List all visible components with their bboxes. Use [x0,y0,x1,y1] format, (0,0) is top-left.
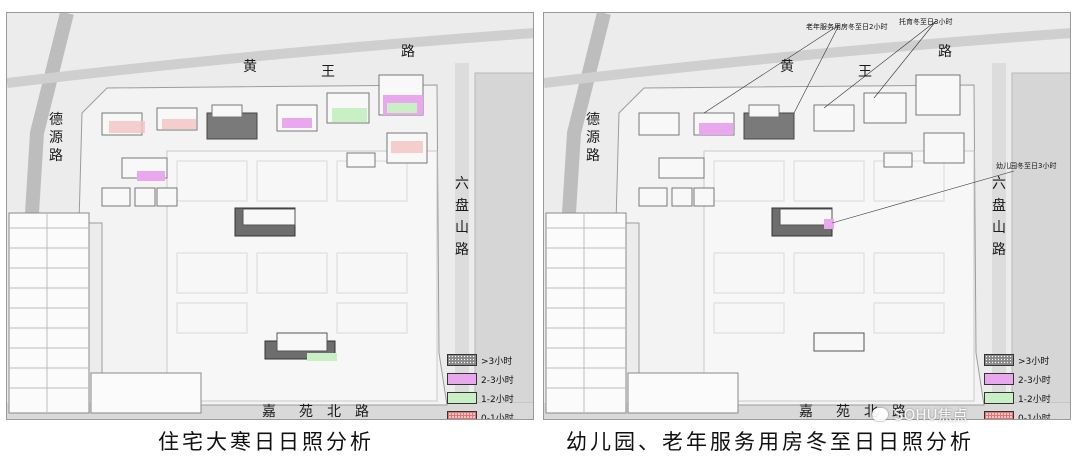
south-road-char-1: 嘉 [799,404,813,420]
legend-item: 1-2小时 [984,389,1060,407]
south-road-char-4: 路 [892,404,906,420]
east-road-char-4: 路 [455,242,469,258]
legend-swatch-over-3h [984,354,1014,366]
legend-item: 2-3小时 [447,370,523,388]
legend-label: 0-1小时 [481,413,514,420]
south-road-char-1: 嘉 [262,404,276,420]
right-sunlight-analysis-map: 老年服务用房冬至日2小时 托育冬至日3小时 幼儿园冬至日3小时 黄 王 路 德 … [543,12,1071,420]
left-sunlight-analysis-map: 黄 王 路 德 源 路 六 盘 山 路 嘉 苑 北 路 >3小时 2-3小时 1… [6,12,534,420]
right-legend: >3小时 2-3小时 1-2小时 0-1小时 [984,351,1060,420]
west-road-char-1: 德 [49,112,63,128]
legend-label: 1-2小时 [481,394,514,405]
legend-swatch-0-1h [447,411,477,419]
legend-swatch-1-2h [984,392,1014,404]
east-road-label: 六 盘 山 路 [455,173,469,261]
west-road-label: 德 源 路 [49,111,63,165]
legend-label: 0-1小时 [1018,413,1051,420]
north-road-char-3: 路 [938,44,952,60]
east-road-label: 六 盘 山 路 [992,173,1006,261]
west-road-char-2: 源 [49,130,63,146]
right-site-plan-drawing [544,13,1070,419]
north-road-char-1: 黄 [243,59,257,75]
legend-swatch-1-2h [447,392,477,404]
nursery-annotation: 托育冬至日3小时 [899,18,953,26]
south-road-char-2: 苑 [299,404,313,420]
west-road-char-3: 路 [49,148,63,164]
legend-item: 1-2小时 [447,389,523,407]
legend-swatch-0-1h [984,411,1014,419]
legend-label: 1-2小时 [1018,394,1051,405]
legend-label: 2-3小时 [1018,375,1051,386]
north-road-char-2: 王 [858,64,872,80]
north-road-char-3: 路 [401,44,415,60]
north-road-char-2: 王 [321,64,335,80]
east-road-char-2: 盘 [992,198,1006,214]
east-road-char-4: 路 [992,242,1006,258]
legend-swatch-over-3h [447,354,477,366]
elder-service-annotation: 老年服务用房冬至日2小时 [806,23,888,31]
legend-label: >3小时 [1018,356,1050,367]
left-caption: 住宅大寒日日照分析 [158,430,374,454]
north-road-char-1: 黄 [780,59,794,75]
east-road-char-1: 六 [455,176,469,192]
sohu-watermark: SOHU焦点 [872,404,968,425]
watermark-text: SOHU焦点 [894,406,968,424]
wechat-icon [872,408,888,421]
west-road-char-2: 源 [586,130,600,146]
legend-label: >3小时 [481,356,513,367]
legend-item: 2-3小时 [984,370,1060,388]
left-site-plan-drawing [7,13,533,419]
east-road-char-1: 六 [992,176,1006,192]
south-road-char-3: 北 [327,404,341,420]
legend-item: >3小时 [984,351,1060,369]
kindergarten-annotation: 幼儿园冬至日3小时 [996,162,1057,170]
legend-swatch-2-3h [984,373,1014,385]
legend-item: 0-1小时 [447,408,523,420]
left-legend: >3小时 2-3小时 1-2小时 0-1小时 [447,351,523,420]
legend-label: 2-3小时 [481,375,514,386]
south-road-char-4: 路 [355,404,369,420]
east-road-char-3: 山 [992,220,1006,236]
east-road-char-3: 山 [455,220,469,236]
legend-swatch-2-3h [447,373,477,385]
south-road-char-2: 苑 [836,404,850,420]
right-caption: 幼儿园、老年服务用房冬至日日照分析 [566,430,974,454]
west-road-char-3: 路 [586,148,600,164]
legend-item: >3小时 [447,351,523,369]
west-road-char-1: 德 [586,112,600,128]
east-road-char-2: 盘 [455,198,469,214]
legend-item: 0-1小时 [984,408,1060,420]
west-road-label: 德 源 路 [586,111,600,165]
